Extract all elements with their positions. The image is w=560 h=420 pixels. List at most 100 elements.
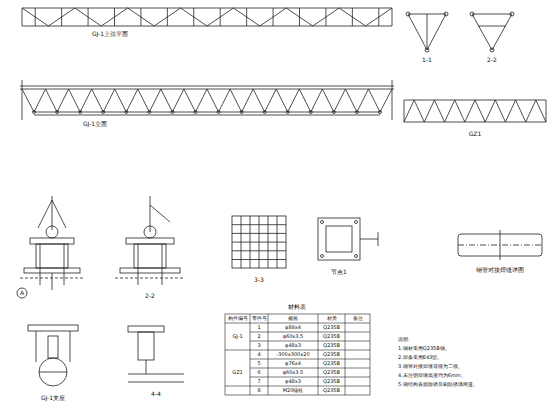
- web: [184, 89, 196, 112]
- web: [485, 100, 495, 122]
- web: [414, 100, 424, 122]
- table-cell: 8: [257, 388, 260, 394]
- gj1-support: [28, 325, 78, 386]
- note-text: 1.钢材采用Q235B钢。: [398, 346, 450, 352]
- table-rule: [225, 350, 370, 351]
- table-rule: [250, 323, 370, 324]
- joint: [286, 111, 289, 114]
- web: [536, 100, 546, 122]
- table-rule: [268, 314, 269, 395]
- diagonal: [339, 8, 365, 26]
- view-title: GJ-1上弦平面: [91, 31, 129, 38]
- purlin: [325, 8, 326, 26]
- table-rule: [250, 332, 370, 333]
- view-title: 4-4: [150, 391, 162, 398]
- web: [219, 89, 231, 112]
- table-cell: M20锚栓: [283, 388, 304, 394]
- web: [161, 89, 173, 112]
- table-cell: 3: [257, 343, 260, 349]
- diagonal: [101, 8, 127, 26]
- table-cell: φ60x3.5: [283, 370, 304, 376]
- section-4-4: [128, 326, 184, 382]
- web: [69, 89, 81, 112]
- table-cell: Q235B: [323, 343, 340, 349]
- chord: [22, 8, 23, 26]
- bolt: [355, 221, 358, 224]
- joint: [263, 111, 266, 114]
- web: [80, 89, 92, 112]
- table-cell: Q235B: [323, 388, 340, 394]
- web: [434, 100, 444, 122]
- table-cell: 备注: [353, 316, 363, 322]
- purlin: [61, 8, 62, 26]
- web: [230, 89, 242, 112]
- joint: [171, 111, 174, 114]
- table-cell: 4: [257, 352, 260, 358]
- view-title: 节点1: [330, 269, 348, 276]
- joint: [148, 111, 151, 114]
- chord: [546, 100, 547, 122]
- table-cell: φ48x3: [285, 343, 301, 349]
- view-title: 材料表: [287, 304, 307, 311]
- diagonal: [128, 8, 154, 26]
- web: [475, 100, 485, 122]
- purlin: [273, 8, 274, 26]
- table-cell: φ89x4: [285, 325, 301, 331]
- purlin: [35, 8, 36, 26]
- bottom-chord: [34, 112, 380, 113]
- web: [207, 89, 219, 112]
- web: [265, 89, 277, 112]
- truss-elevation: [20, 80, 394, 120]
- purlin: [140, 8, 141, 26]
- bolt: [355, 255, 358, 258]
- view-title: 钢管对接焊缝详图: [475, 267, 525, 274]
- web: [103, 89, 115, 112]
- web: [288, 89, 300, 112]
- web: [46, 89, 58, 112]
- table-cell: 6: [257, 370, 260, 376]
- joint: [240, 111, 243, 114]
- table-cell: φ76x4: [285, 361, 301, 367]
- web: [299, 89, 311, 112]
- table-rule: [318, 314, 319, 395]
- web: [322, 89, 334, 112]
- support-detail-a: [17, 196, 84, 298]
- gz1-truss: [404, 100, 546, 122]
- view-title: 3-3: [253, 277, 265, 284]
- web: [345, 89, 357, 112]
- table-cell: Q235B: [323, 334, 340, 340]
- table-cell: φ60x3.5: [283, 334, 304, 340]
- grid: [268, 216, 269, 268]
- table-rule: [250, 368, 370, 369]
- web: [57, 89, 69, 112]
- web: [138, 89, 150, 112]
- purlin: [88, 8, 89, 26]
- web: [368, 89, 380, 112]
- table-rule: [250, 314, 251, 395]
- table-rule: [250, 341, 370, 342]
- diagonal: [313, 8, 339, 26]
- table-rule: [345, 314, 346, 395]
- web: [276, 89, 288, 112]
- web: [149, 89, 161, 112]
- purlin: [352, 8, 353, 26]
- note-text: 说明:: [398, 337, 410, 343]
- view-title: GJ-1立面: [82, 121, 108, 128]
- joint: [194, 111, 197, 114]
- joint: [102, 111, 105, 114]
- table-rule: [225, 323, 250, 324]
- web: [92, 89, 104, 112]
- joint: [79, 111, 82, 114]
- section-2-2: [470, 12, 514, 52]
- joint: [217, 111, 220, 114]
- base-plate-3-3: [232, 216, 286, 268]
- top-chord: [20, 86, 394, 87]
- joint: [56, 111, 59, 114]
- table-rule: [250, 359, 370, 360]
- web: [357, 89, 369, 112]
- table-cell: 材质: [327, 316, 337, 322]
- web: [253, 89, 265, 112]
- grid: [232, 250, 286, 251]
- chord: [404, 100, 405, 122]
- purlin: [220, 8, 221, 26]
